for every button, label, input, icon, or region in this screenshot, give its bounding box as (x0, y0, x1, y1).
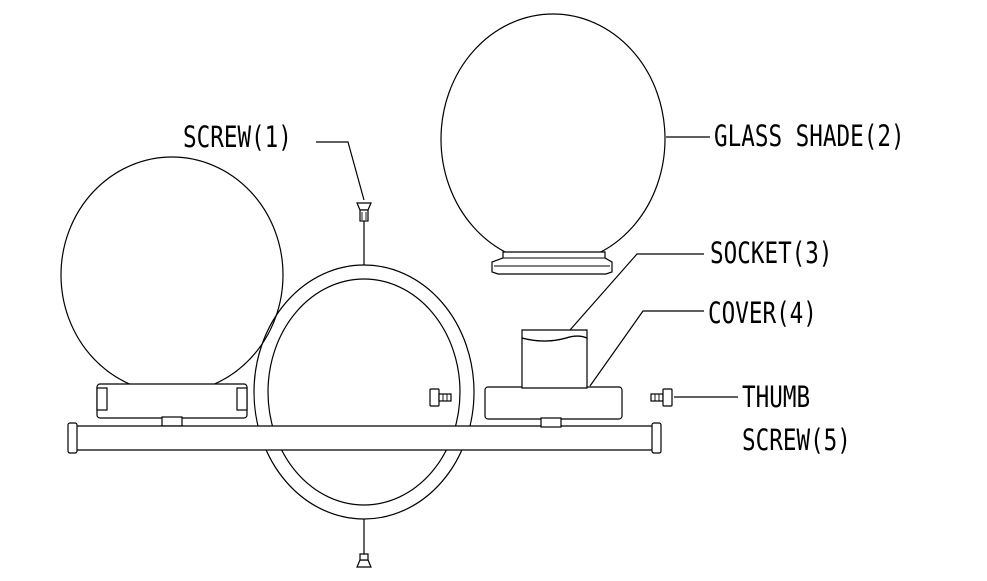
label-glass-shade: GLASS SHADE(2) (714, 120, 905, 153)
socket (521, 329, 588, 389)
leader-cover (589, 310, 704, 387)
inner-thumb-screw (429, 388, 452, 407)
backplate-ring (253, 264, 475, 520)
thumb-screw (650, 388, 673, 407)
label-thumb-screw-line2: SCREW(5) (742, 424, 851, 457)
label-thumb-screw-line1: THUMB (742, 381, 810, 414)
left-cover (96, 383, 248, 427)
arm-bar (67, 422, 662, 454)
bottom-screw (356, 519, 372, 568)
label-cover: COVER(4) (708, 297, 817, 330)
leader-lines (316, 136, 738, 398)
right-cover (484, 386, 623, 428)
label-socket: SOCKET(3) (710, 237, 833, 270)
label-screw: SCREW(1) (183, 121, 292, 154)
leader-socket (569, 253, 704, 331)
leader-screw (316, 141, 365, 201)
left-glass-globe (60, 156, 284, 394)
glass-shade (440, 13, 666, 275)
top-screw (356, 202, 372, 265)
